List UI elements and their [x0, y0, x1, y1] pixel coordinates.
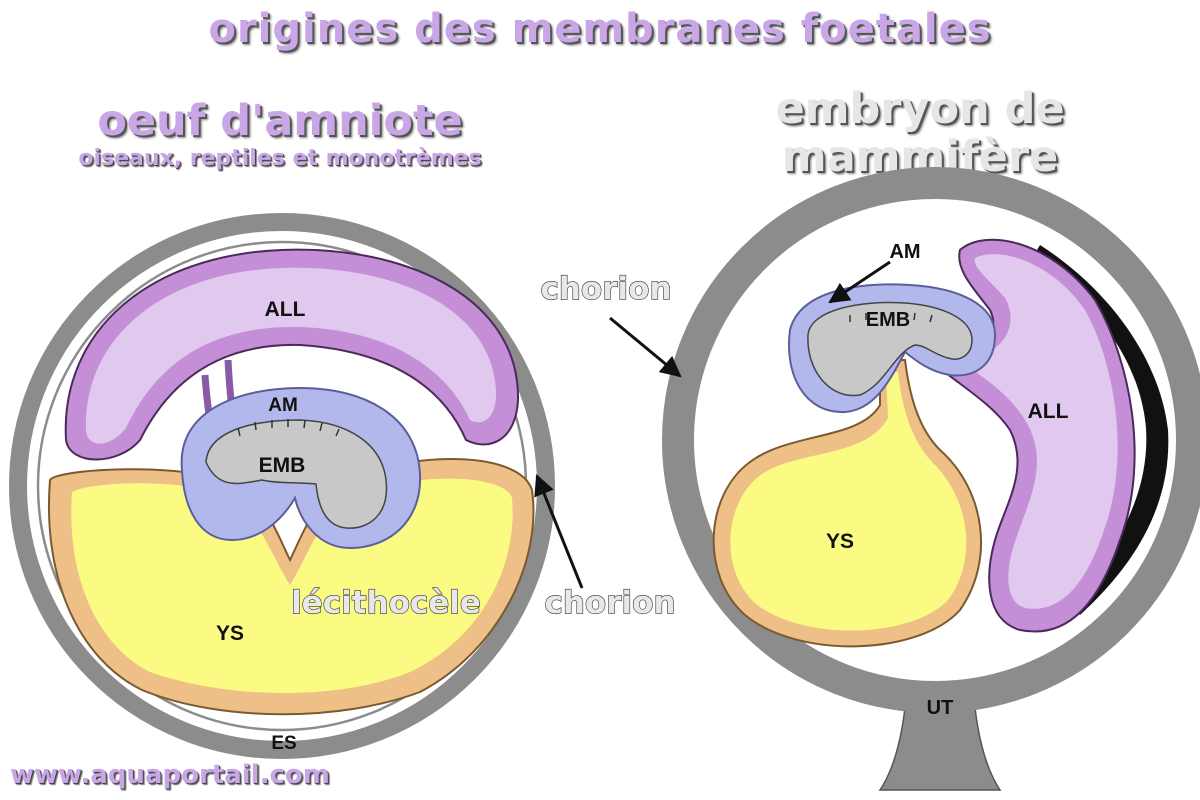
chorion-arrow-left [534, 474, 584, 589]
page-title: origines des membranes foetales [208, 6, 992, 52]
embryo-somites-left [237, 419, 340, 437]
left-panel-subtitle: oiseaux, reptiles et monotrèmes [78, 146, 482, 171]
embryo-somites-right [849, 312, 933, 323]
placenta-villi [1030, 245, 1169, 615]
label-am-right: AM [889, 241, 920, 263]
allantois-cavity-left [85, 267, 497, 444]
mammal-embryo: AM EMB ALL YS UT chorion [540, 167, 1200, 791]
amniote-egg: ALL AM EMB YS ES lécithocèle chorion [9, 213, 676, 759]
label-ys-right: YS [826, 530, 854, 553]
allantois-cavity-right [958, 254, 1118, 609]
label-emb-left: EMB [259, 454, 306, 477]
chorion-arrow-right [609, 316, 682, 378]
yolk-left [71, 478, 513, 693]
watermark: www.aquaportail.com [10, 760, 330, 790]
right-panel-title-line1: embryon de [775, 84, 1065, 134]
label-all-right: ALL [1028, 400, 1069, 423]
amnion-arrow-right [828, 260, 891, 304]
label-emb-right: EMB [866, 309, 910, 331]
left-panel-title: oeuf d'amniote [97, 96, 463, 146]
yolk-right [730, 372, 967, 631]
embryo-right [807, 301, 973, 397]
label-ys-left: YS [216, 622, 244, 645]
label-all-left: ALL [265, 298, 306, 321]
label-chorion-left: chorion [544, 585, 675, 621]
label-es: ES [271, 733, 296, 754]
label-lecithocele: lécithocèle [291, 585, 481, 621]
label-ut: UT [927, 697, 954, 719]
label-am-left: AM [268, 395, 298, 416]
label-chorion-right: chorion [540, 271, 671, 307]
